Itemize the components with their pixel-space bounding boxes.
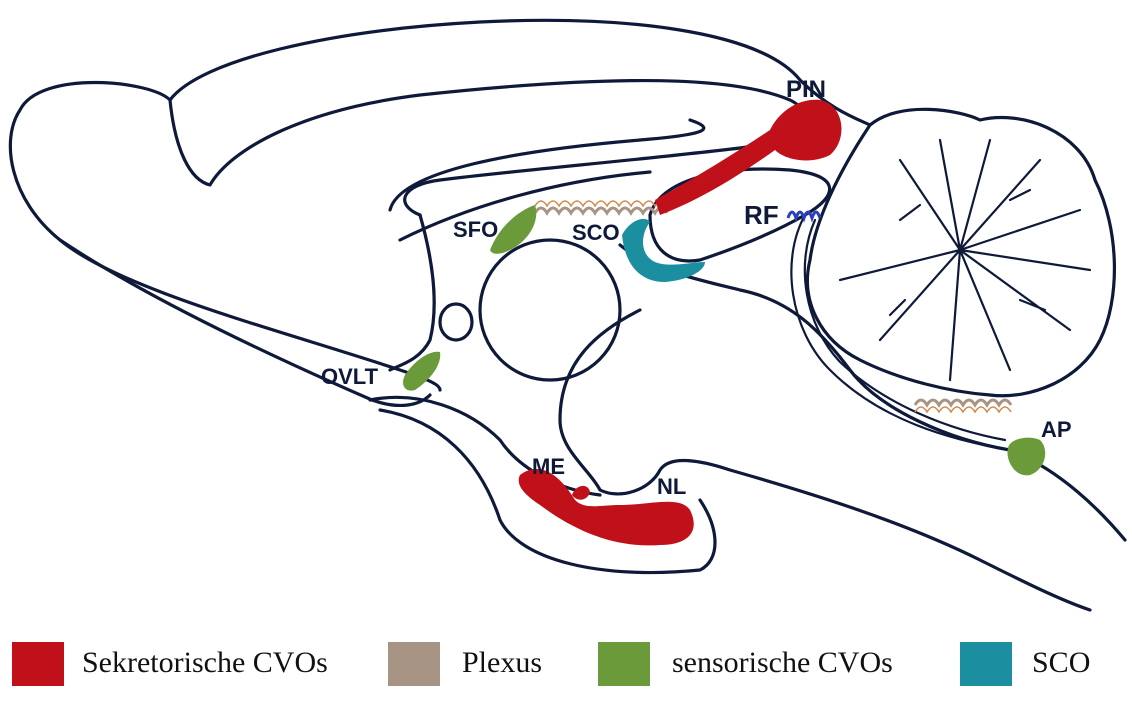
label-me: ME [532, 454, 565, 479]
legend: Sekretorische CVOs Plexus sensorische CV… [0, 640, 1132, 690]
pineal-organ [655, 100, 841, 215]
legend-swatch-sensory [598, 642, 650, 686]
label-pin: PIN [786, 76, 826, 103]
cingulate-gyrus [170, 81, 804, 215]
legend-swatch-sco [960, 642, 1012, 686]
anterior-commissure [440, 304, 472, 340]
legend-swatch-secretory [12, 642, 64, 686]
median-eminence-knob [572, 486, 590, 500]
plexus-lower [915, 400, 1011, 405]
plexus-upper-shadow [535, 201, 667, 206]
third-ventricle-outline [390, 215, 434, 370]
legend-label-plexus: Plexus [462, 646, 542, 680]
legend-label-secretory: Sekretorische CVOs [82, 646, 328, 680]
plexus-upper [535, 208, 667, 213]
legend-swatch-plexus [388, 642, 440, 686]
label-nl: NL [657, 474, 686, 499]
legend-label-sensory: sensorische CVOs [672, 646, 893, 680]
label-sfo: SFO [453, 217, 498, 242]
cerebrum-outline [10, 20, 870, 390]
legend-label-sco: SCO [1032, 646, 1090, 680]
cerebellum-folia [840, 140, 1090, 380]
thalamus-circle [480, 240, 620, 380]
area-postrema [1007, 438, 1045, 476]
label-ap: AP [1041, 417, 1072, 442]
label-ovlt: OVLT [321, 364, 379, 389]
label-sco: SCO [572, 220, 620, 245]
label-rf: RF [744, 200, 779, 230]
reissner-fiber [788, 212, 820, 218]
brain-sagittal-diagram: PIN SFO SCO RF OVLT ME NL AP [0, 0, 1132, 620]
